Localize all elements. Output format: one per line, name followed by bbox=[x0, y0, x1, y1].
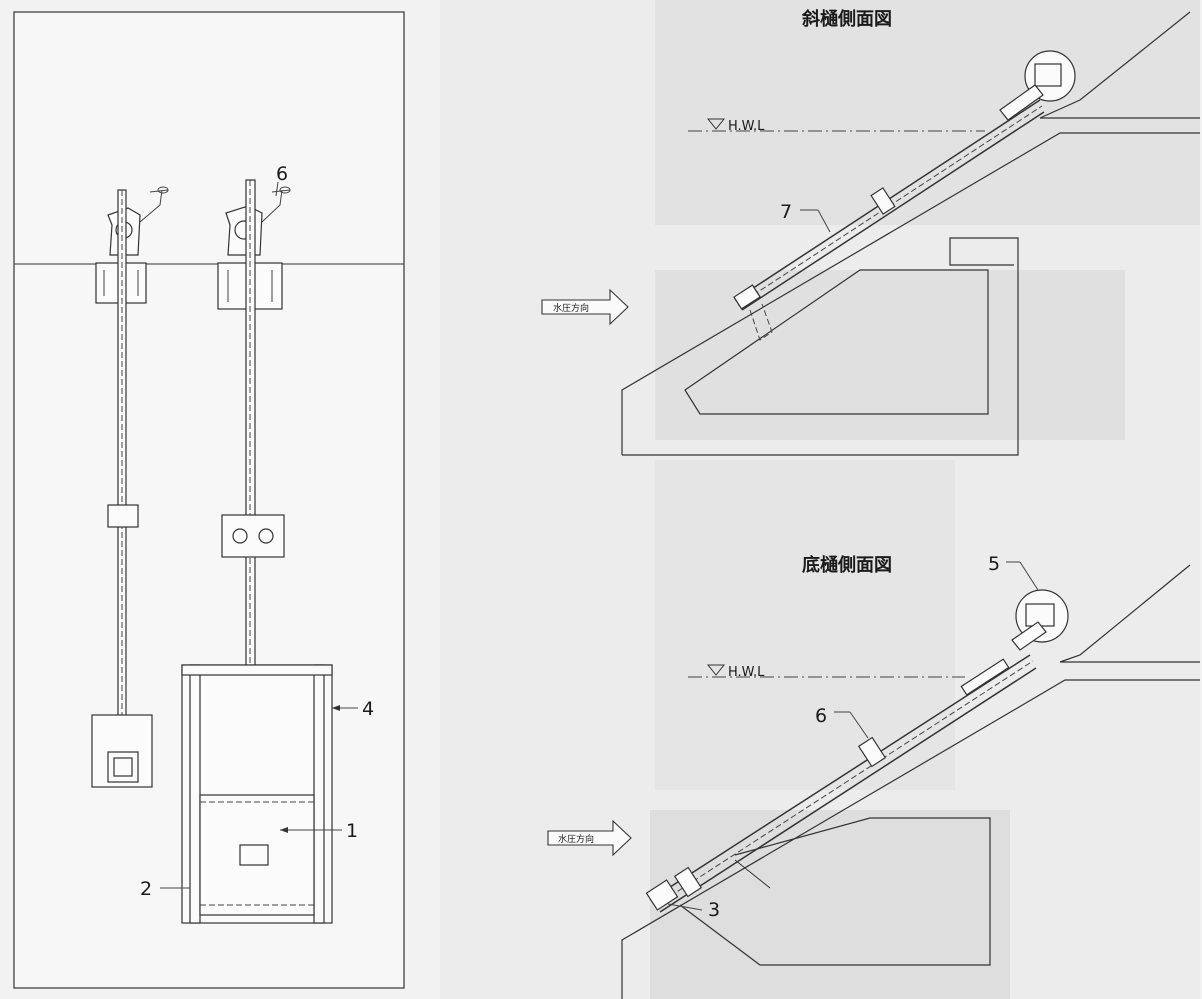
front-view: 1 2 4 6 bbox=[13, 11, 405, 989]
hwl-label-upper: H.W.L bbox=[728, 119, 765, 134]
right-hoist-handle bbox=[261, 189, 291, 223]
upper-embankment-top bbox=[1039, 11, 1200, 119]
right-rod-guide bbox=[221, 514, 285, 558]
upper-embankment-slope bbox=[621, 132, 1200, 455]
title-inclined-side-view: 斜樋側面図 bbox=[801, 8, 892, 30]
part-label-6-front: 6 bbox=[276, 163, 288, 185]
upper-opening-outline bbox=[684, 269, 989, 415]
lower-concrete-body bbox=[679, 817, 991, 966]
part-label-4: 4 bbox=[362, 698, 374, 720]
inclined-side-view: 斜樋側面図 H.W.L 7 水圧方向 bbox=[541, 8, 1200, 456]
left-hoist-handle-grip bbox=[157, 186, 169, 194]
inclined-pipe-upper bbox=[741, 111, 1045, 311]
lower-stem-coupling bbox=[960, 658, 1010, 696]
left-hoist-assembly bbox=[91, 186, 169, 788]
upper-rod-guide bbox=[870, 187, 896, 215]
lower-embankment-slope bbox=[621, 679, 1200, 999]
gate-left-guide bbox=[189, 664, 201, 924]
hwl-marker-upper: H.W.L bbox=[688, 118, 985, 134]
upper-concrete-body bbox=[622, 237, 1019, 456]
part-label-2: 2 bbox=[140, 878, 152, 900]
front-view-callouts: 1 2 4 6 bbox=[140, 163, 374, 900]
hwl-marker-lower: H.W.L bbox=[688, 664, 965, 680]
gate-frame bbox=[181, 664, 333, 924]
bottom-pipe bbox=[659, 667, 1037, 913]
part-label-5: 5 bbox=[988, 553, 1000, 575]
part-label-3: 3 bbox=[708, 899, 720, 921]
bottom-gate-leaf bbox=[645, 879, 679, 911]
water-pressure-label-lower: 水圧方向 bbox=[558, 833, 594, 845]
water-pressure-arrow-lower: 水圧方向 bbox=[547, 819, 632, 857]
part-label-6-side: 6 bbox=[815, 705, 827, 727]
water-pressure-label-upper: 水圧方向 bbox=[553, 302, 589, 314]
hwl-label-lower: H.W.L bbox=[728, 665, 765, 680]
lower-rod-guide bbox=[857, 736, 887, 768]
part-label-7: 7 bbox=[780, 201, 792, 223]
left-rod-guide bbox=[107, 504, 139, 528]
background-shading bbox=[440, 0, 1200, 999]
bottom-side-view: 底樋側面図 H.W.L 5 6 3 bbox=[547, 553, 1200, 999]
title-bottom-side-view: 底樋側面図 bbox=[802, 554, 892, 576]
water-pressure-arrow-upper: 水圧方向 bbox=[541, 288, 629, 326]
left-hoist-handle bbox=[139, 189, 169, 223]
gate-stem-nut bbox=[239, 844, 269, 866]
lower-embankment-top bbox=[1059, 564, 1200, 663]
gate-right-guide bbox=[313, 664, 325, 924]
part-label-1: 1 bbox=[346, 820, 358, 842]
upper-inlet-gate bbox=[733, 284, 761, 310]
gate-top-beam bbox=[181, 664, 333, 676]
